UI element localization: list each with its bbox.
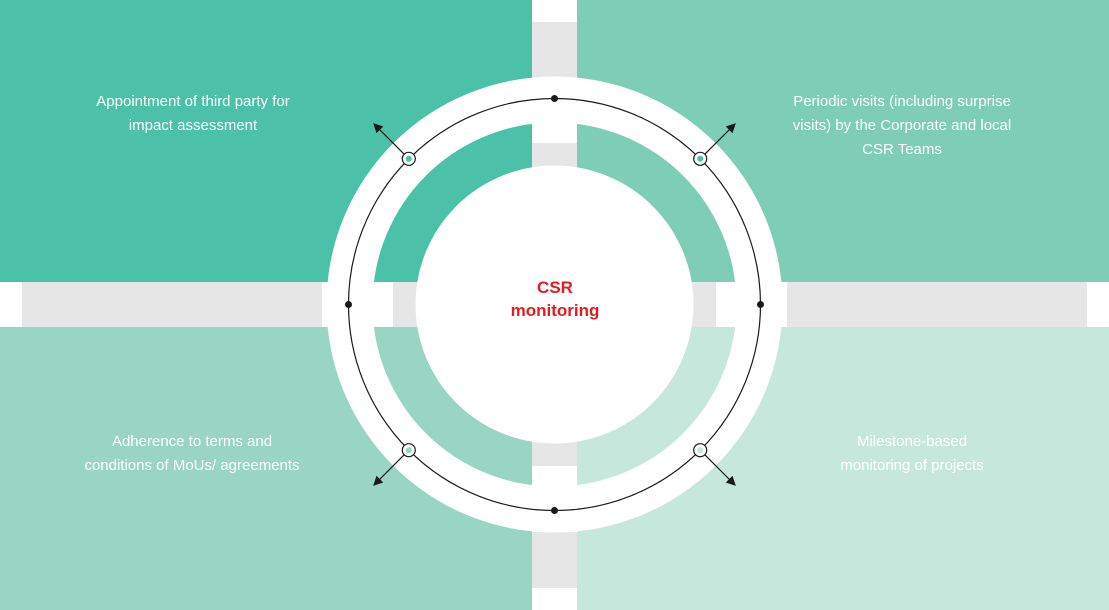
orbit-dot-bottom [551,507,558,514]
orbit-dot-top [551,95,558,102]
orbit-dot-left [345,301,352,308]
node-bottom-left-center [405,447,412,454]
band-right [787,282,1087,327]
arrow-bottom-left [373,449,410,486]
band-left [22,282,322,327]
arrow-bottom-right [699,449,736,486]
arrow-top-left [373,123,410,160]
orbit-dot-right [757,301,764,308]
node-bottom-right-center [697,447,704,454]
center-title-line1: CSR [537,278,573,297]
quadrant-text-bottom-left: Adherence to terms and conditions of MoU… [84,433,300,474]
quadrant-text-bottom-right: Milestone-based monitoring of projects [840,433,984,474]
center-disc [415,165,694,444]
arrow-top-right [699,123,736,160]
quadrant-text-top-right: Periodic visits (including surprise visi… [792,93,1012,158]
center-title: CSR monitoring [455,276,655,322]
band-bottom [532,532,577,588]
center-title-line2: monitoring [510,301,600,320]
node-top-right-center [697,155,704,162]
band-top [532,22,577,78]
node-top-left-center [405,155,412,162]
quadrant-text-top-left: Appointment of third party for impact as… [96,93,290,134]
